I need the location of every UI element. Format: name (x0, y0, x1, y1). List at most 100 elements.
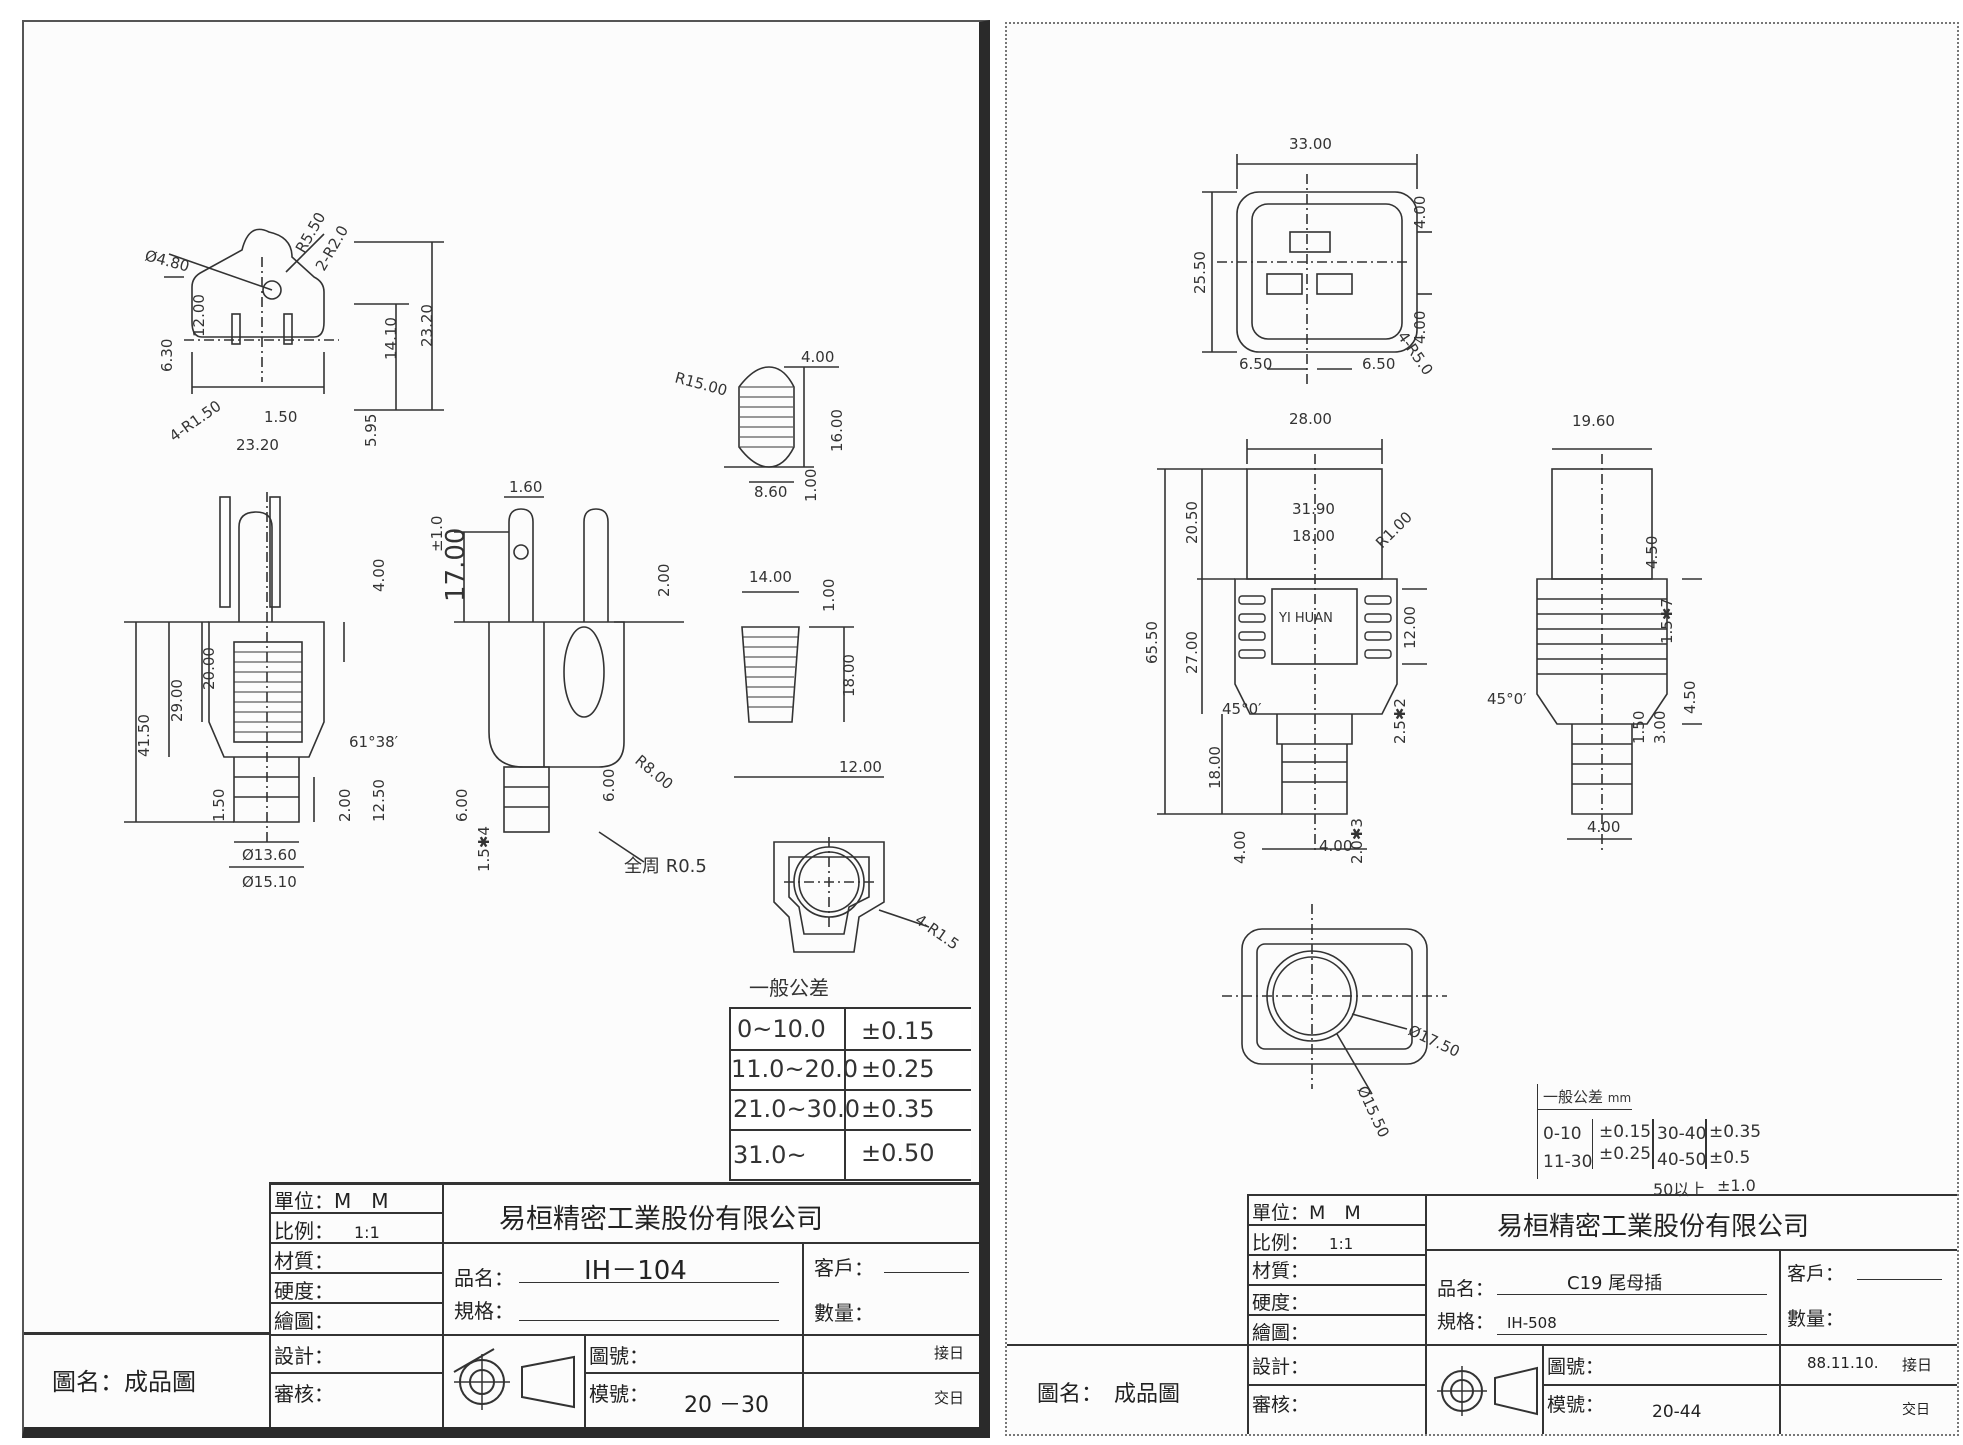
dim-label: 61°38′ (349, 733, 399, 751)
dim-label: 18.00 (1206, 746, 1224, 789)
dim-label: 1.50 (264, 408, 297, 426)
tolerance-value: ±0.15 (1599, 1122, 1652, 1142)
dim-label: 45°0′ (1487, 690, 1527, 708)
quantity-label: 數量 (814, 1301, 854, 1325)
deliver-label: 交日 (934, 1389, 965, 1407)
socket-side-view (1536, 448, 1702, 854)
dim-label: 31.90 (1292, 500, 1335, 518)
brand-mark: YI HUAN (1278, 611, 1333, 626)
dim-label: 4.00 (1411, 196, 1429, 229)
dim-label: 6.50 (1239, 355, 1272, 373)
title-block: 單位：M M 比例：1:1 材質： 硬度： 繪圖： 設計： 審核： 圖名： 成品… (1007, 1194, 1957, 1434)
tolerance-unit: mm (1607, 1091, 1632, 1105)
dim-label: 12.50 (370, 779, 388, 822)
tolerance-value: ±0.25 (861, 1055, 935, 1083)
dim-label: 1.50 (1630, 711, 1648, 744)
dim-label: 8.60 (754, 483, 787, 501)
tolerance-range: 30-40 (1657, 1124, 1707, 1144)
tolerance-table: 一般公差 mm 0-10 11-30 ±0.15 ±0.25 30-40 40-… (1537, 1064, 1761, 1199)
plug-grip-section (734, 591, 884, 778)
dim-label: 23.20 (418, 304, 436, 347)
dim-label: Ø17.50 (1405, 1021, 1462, 1060)
customer-label: 客戶 (814, 1256, 854, 1280)
dim-label: 4-R1.50 (166, 397, 224, 445)
dim-label: 2.00 (655, 564, 673, 597)
dim-label: 12.00 (839, 758, 882, 776)
dim-label: Ø13.60 (242, 846, 297, 864)
product-value: IH－104 (584, 1256, 687, 1286)
projection-symbol (453, 1348, 575, 1410)
drawing-no-label: 圖號 (1547, 1356, 1586, 1378)
dim-label: 1.50 (210, 789, 228, 822)
receive-label: 接日 (1902, 1356, 1933, 1374)
dim-label: Ø15.10 (242, 873, 297, 891)
product-label: 品名 (1437, 1278, 1476, 1300)
dim-label: 1.00 (820, 579, 838, 612)
model-label: 模號 (589, 1382, 629, 1406)
tolerance-range: 21.0~30.0 (733, 1095, 860, 1123)
customer-label: 客戶 (1787, 1263, 1826, 1285)
dim-label: 4.00 (1231, 831, 1249, 864)
unit-value: M M (334, 1189, 389, 1213)
dim-label: 20.50 (1183, 501, 1201, 544)
dim-label: R8.00 (631, 751, 676, 793)
tolerance-title: 一般公差 (1543, 1088, 1604, 1106)
dim-label: 12.00 (190, 294, 208, 337)
quantity-label: 數量 (1787, 1308, 1826, 1330)
tolerance-value: ±0.35 (861, 1095, 935, 1123)
dim-label: 6.30 (158, 339, 176, 372)
title-block: 單位：M M 比例：1:1 材質： 硬度： 繪圖： 設計： 審核： 圖名：成品圖… (24, 1182, 979, 1427)
deliver-label: 交日 (1902, 1402, 1930, 1418)
spec-label: 規格 (454, 1299, 494, 1323)
dim-label: 全周 R0.5 (624, 856, 707, 877)
dim-label: R1.00 (1372, 508, 1416, 552)
hardness-label: 硬度 (1252, 1292, 1291, 1314)
dim-label: 18.00 (1292, 527, 1335, 545)
dim-label: 14.00 (749, 568, 792, 586)
tolerance-range: 31.0~ (733, 1141, 807, 1169)
right-drawing-sheet: 33.00 25.50 4.00 4.00 4-R5.0 6.50 6.50 2… (1005, 22, 1959, 1436)
scale-label: 比例 (274, 1219, 314, 1243)
dim-label: 16.00 (828, 409, 846, 452)
design-label: 設計 (1252, 1356, 1291, 1378)
dim-label: 4.00 (1587, 818, 1620, 836)
dim-label: 4.00 (1319, 837, 1352, 855)
socket-end-view (1222, 904, 1447, 1095)
tolerance-value: ±0.15 (861, 1017, 935, 1045)
tolerance-value: ±0.25 (1599, 1144, 1652, 1164)
model-label: 模號 (1547, 1394, 1586, 1416)
unit-label: 單位 (274, 1189, 314, 1213)
plug-end-view (773, 837, 930, 953)
plug-top-view (164, 228, 444, 411)
dim-label: 1.00 (802, 469, 820, 502)
product-label: 品名 (454, 1266, 494, 1290)
dim-label: 17.00 (441, 528, 471, 602)
plug-front-view (124, 492, 345, 868)
dim-label: 6.50 (1362, 355, 1395, 373)
dim-label: 6.00 (453, 789, 471, 822)
scale-value: 1:1 (1329, 1235, 1354, 1253)
company-name: 易桓精密工業股份有限公司 (1497, 1212, 1810, 1242)
plug-side-view (454, 496, 684, 863)
drawing-name: 圖名： 成品圖 (1037, 1382, 1181, 1407)
dim-label: 23.20 (236, 436, 279, 454)
dim-label: Ø4.80 (143, 246, 191, 275)
left-drawing-canvas: Ø4.80 R5.50 2-R2.0 12.00 6.30 14.10 23.2… (124, 209, 962, 954)
socket-front-view (1157, 439, 1427, 854)
tolerance-range: 40-50 (1657, 1150, 1707, 1170)
projection-symbol (1437, 1366, 1538, 1416)
dim-label: 27.00 (1183, 631, 1201, 674)
tolerance-value: ±0.35 (1709, 1122, 1762, 1142)
dim-label: 20.00 (200, 647, 218, 690)
model-value: 20 －30 (684, 1393, 769, 1418)
dim-label: 2.0✱3 (1348, 818, 1366, 864)
dim-label: 25.50 (1191, 251, 1209, 294)
product-value: C19 尾母插 (1567, 1273, 1663, 1294)
dim-label: 33.00 (1289, 135, 1332, 153)
dim-label: 4.50 (1681, 681, 1699, 714)
dim-label: 29.00 (168, 679, 186, 722)
dim-label: 28.00 (1289, 410, 1332, 428)
tolerance-range: 11.0~20.0 (731, 1055, 858, 1083)
dim-label: 2.00 (336, 789, 354, 822)
drawing-no-label: 圖號 (589, 1344, 629, 1368)
